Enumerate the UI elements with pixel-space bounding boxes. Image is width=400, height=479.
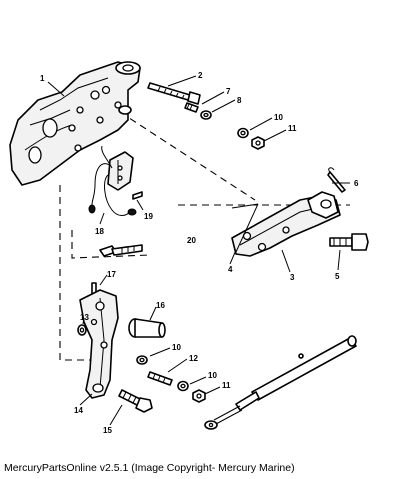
callout-12: 12 bbox=[189, 354, 198, 363]
parts-exploded-diagram: 1 2 7 8 10 11 6 19 18 20 4 3 5 17 16 13 … bbox=[9, 61, 369, 435]
lower-lever-part bbox=[79, 289, 119, 399]
callout-13: 13 bbox=[80, 313, 89, 322]
callout-20: 20 bbox=[187, 236, 196, 245]
middle-washer-part bbox=[136, 355, 148, 365]
spring-wire-part bbox=[231, 203, 259, 253]
alignment-lines bbox=[59, 111, 350, 361]
callout-4: 4 bbox=[228, 265, 233, 274]
callout-14: 14 bbox=[74, 406, 83, 415]
callout-10-upper: 10 bbox=[274, 113, 283, 122]
cotter-pin-part bbox=[327, 167, 346, 193]
upper-nut-part bbox=[251, 136, 265, 150]
callout-1: 1 bbox=[40, 74, 45, 83]
callout-labels: 1 2 7 8 10 11 6 19 18 20 4 3 5 17 16 13 … bbox=[40, 71, 359, 435]
callout-10-lower: 10 bbox=[208, 371, 217, 380]
callout-8: 8 bbox=[237, 96, 242, 105]
callout-16: 16 bbox=[156, 301, 165, 310]
washer-part bbox=[200, 110, 212, 120]
callout-19: 19 bbox=[144, 212, 153, 221]
callout-2: 2 bbox=[198, 71, 203, 80]
switch-assembly-part bbox=[88, 145, 143, 216]
shift-lever-part bbox=[231, 191, 341, 257]
callout-7: 7 bbox=[226, 87, 231, 96]
callout-17: 17 bbox=[107, 270, 116, 279]
clevis-pin-part bbox=[128, 318, 166, 338]
upper-washer-part bbox=[237, 127, 249, 139]
main-bracket-part bbox=[9, 61, 141, 186]
callout-18: 18 bbox=[95, 227, 104, 236]
shoulder-bolt-part bbox=[329, 233, 369, 251]
lower-bolt-part bbox=[99, 244, 143, 257]
lower-nut-part bbox=[192, 389, 206, 403]
callout-11-lower: 11 bbox=[222, 381, 231, 390]
lower-washer-part bbox=[177, 380, 189, 392]
callout-3: 3 bbox=[290, 273, 295, 282]
leader-lines bbox=[47, 75, 350, 426]
lower-shoulder-bolt-part bbox=[118, 389, 153, 413]
callout-10-middle: 10 bbox=[172, 343, 181, 352]
long-bolt-part bbox=[147, 82, 201, 105]
callout-6: 6 bbox=[354, 179, 359, 188]
stud-part bbox=[147, 371, 173, 386]
callout-11-upper: 11 bbox=[288, 124, 297, 133]
callout-15: 15 bbox=[103, 426, 112, 435]
shift-cable-part bbox=[204, 335, 357, 430]
small-screw-part bbox=[184, 102, 199, 113]
image-caption: MercuryPartsOnline v2.5.1 (Image Copyrig… bbox=[4, 462, 295, 474]
callout-5: 5 bbox=[335, 272, 340, 281]
bushing-part bbox=[77, 324, 87, 336]
